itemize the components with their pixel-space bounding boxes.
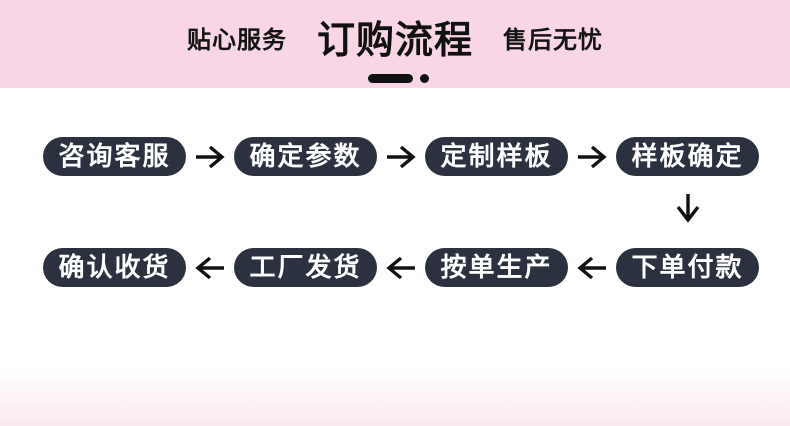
flow-step-label: 工厂发货 <box>249 252 362 283</box>
page-title: 订购流程 <box>316 18 473 62</box>
flow-step-order-and-pay: 下单付款 <box>616 248 759 287</box>
footer-fade <box>0 370 790 426</box>
right-tagline: 售后无忧 <box>503 26 603 54</box>
left-tagline: 贴心服务 <box>186 26 287 54</box>
arrow-right-icon <box>377 137 425 176</box>
flow-step-sample-confirmed: 样板确定 <box>616 137 759 176</box>
flow-step-custom-sample: 定制样板 <box>425 137 568 176</box>
flow-step-consult-service: 咨询客服 <box>43 137 186 176</box>
arrow-left-icon <box>186 248 234 287</box>
arrow-right-icon <box>568 137 616 176</box>
flow-step-label: 确认收货 <box>58 252 171 283</box>
flow-step-confirm-receipt: 确认收货 <box>43 248 186 287</box>
arrow-down-icon <box>676 193 700 223</box>
order-flow-diagram: 咨询客服 确定参数 定制样板 样板确定 确认收货 <box>0 137 790 287</box>
flow-connector <box>616 192 759 224</box>
flow-row-bottom: 确认收货 工厂发货 按单生产 下单付款 <box>43 248 790 287</box>
flow-row-top: 咨询客服 确定参数 定制样板 样板确定 <box>43 137 790 176</box>
flow-step-label: 样板确定 <box>631 141 744 172</box>
flow-step-label: 下单付款 <box>631 252 744 283</box>
arrow-left-icon <box>377 248 425 287</box>
arrow-right-icon <box>186 137 234 176</box>
header-text-row: 贴心服务 订购流程 售后无忧 <box>0 0 790 80</box>
header-banner: 贴心服务 订购流程 售后无忧 <box>0 0 790 88</box>
flow-step-confirm-parameters: 确定参数 <box>234 137 377 176</box>
title-underline-dot <box>419 74 429 83</box>
flow-step-label: 定制样板 <box>440 141 553 172</box>
flow-step-label: 咨询客服 <box>58 141 171 172</box>
title-underline-bar <box>367 74 413 83</box>
flow-step-label: 按单生产 <box>440 252 553 283</box>
flow-step-factory-delivery: 工厂发货 <box>234 248 377 287</box>
title-underline <box>3 74 790 83</box>
flow-step-produce-to-order: 按单生产 <box>425 248 568 287</box>
flow-step-label: 确定参数 <box>249 141 362 172</box>
arrow-left-icon <box>568 248 616 287</box>
